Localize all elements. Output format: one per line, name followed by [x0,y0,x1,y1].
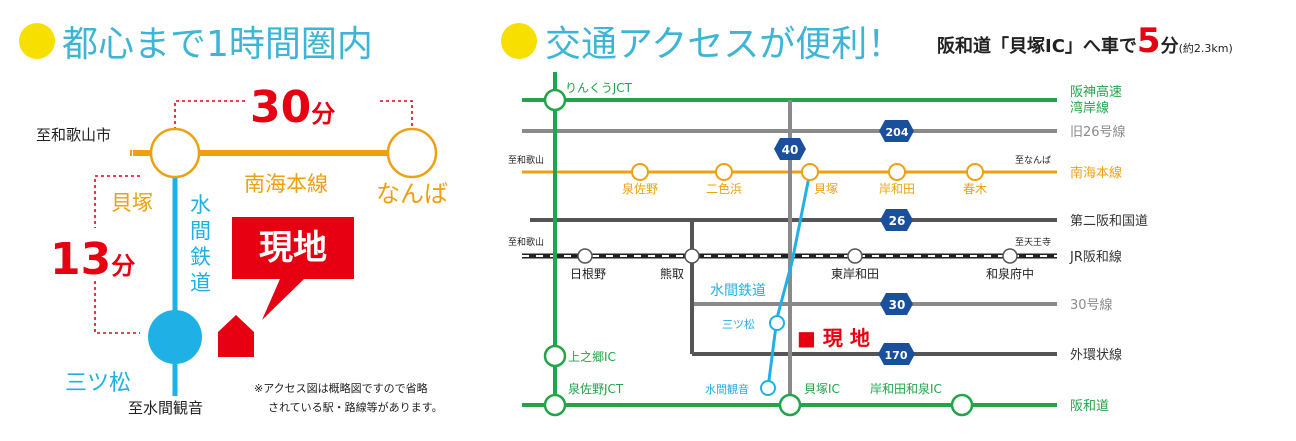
station-mizumakannon-icon [760,380,776,396]
label-route-30: 30号線 [1070,297,1113,313]
left-heading: 都心まで1時間圏内 [62,24,373,65]
nankai-stations: 泉佐野 二色浜 貝塚 岸和田 春木 [622,163,987,196]
label-jr-hanwa: JR阪和線 [1069,249,1122,265]
svg-text:170: 170 [885,349,908,362]
svg-text:道: 道 [190,271,211,295]
right-map: 交通アクセスが便利！ 阪和道「貝塚IC」へ車で5分(約2.3km) 204 40… [501,21,1233,417]
label-genchi-right: ■ 現 地 [797,326,870,350]
svg-text:204: 204 [886,126,909,139]
right-heading: 交通アクセスが便利！ [545,24,903,65]
station-mitsumatsu-icon [769,315,785,331]
label-station-kishiwada: 岸和田 [879,182,915,196]
label-to-mizumakannon: 至水間観音 [128,399,203,417]
genchi-sign-pointer [262,279,304,320]
route-badge-30-icon [880,293,913,315]
svg-text:水: 水 [190,193,211,217]
label-kishiwada-izumi-ic: 岸和田和泉IC [870,382,942,396]
namba-station-icon [386,127,438,179]
label-to-tennoji: 至天王寺 [1015,237,1051,248]
label-kaizuka: 貝塚 [111,191,153,215]
time-30-label: 30分 [250,82,335,133]
label-station-mitsumatsu: 三ツ松 [722,317,755,331]
time-bracket-left [94,175,140,334]
nankai-station-kishiwada-icon [888,163,906,181]
label-station-kaizuka: 貝塚 [814,182,838,196]
label-station-hineno: 日根野 [570,267,606,281]
label-station-izumifuchu: 和泉府中 [986,266,1034,281]
right-subheading: 阪和道「貝塚IC」へ車で5分(約2.3km) [937,21,1233,61]
label-to-wakayama-nankai: 至和歌山 [508,154,544,166]
note-line-2: されている駅・路線等があります。 [268,400,443,414]
label-to-wakayama-jr: 至和歌山 [508,236,544,248]
node-izumisano-jct-icon [543,393,567,417]
svg-text:40: 40 [782,143,799,157]
svg-text:間: 間 [190,219,211,243]
nankai-station-nishikinohama-icon [715,163,733,181]
node-rinku-jct-icon [543,88,567,112]
jr-station-kumatori-icon [684,248,700,264]
label-station-izumisano: 泉佐野 [622,182,658,196]
nankai-station-haruki-icon [966,163,984,181]
route-badge-204-icon [879,120,914,142]
label-daini-hanwa: 第二阪和国道 [1070,214,1148,229]
mitsumatsu-station-icon [148,310,202,364]
label-hanshin-1: 阪神高速 [1070,84,1122,100]
note-line-1: ※アクセス図は概略図ですので省略 [254,381,428,395]
label-station-kumatori: 熊取 [660,266,684,281]
left-map: 都心まで1時間圏内 30分 13分 至和歌山市 南海本線 なんば 貝塚 水 間 … [19,23,448,417]
label-nankai-main-line: 南海本線 [244,172,328,196]
label-mitsumatsu: 三ツ松 [65,371,131,396]
label-mizuma-railway: 水間鉄道 [710,283,766,299]
label-station-mizumakannon: 水間観音 [705,382,749,396]
jr-station-higashikishiwada-icon [847,248,863,264]
nankai-station-kaizuka-icon [801,163,819,181]
label-izumisano-jct: 泉佐野JCT [568,382,624,396]
heading-bullet-icon [19,23,55,59]
route-badge-170-icon [878,343,915,365]
label-nankai-main: 南海本線 [1070,165,1122,181]
label-hanshin-2: 湾岸線 [1070,100,1109,116]
label-rinku-jct: りんくうJCT [565,81,633,95]
label-namba: なんば [376,180,448,208]
label-gaikan: 外環状線 [1070,347,1122,363]
label-to-wakayamashi: 至和歌山市 [36,126,111,144]
node-kaminogo-ic-icon [543,344,567,368]
node-kaizuka-ic-icon [778,393,802,417]
heading-bullet-icon-2 [501,23,537,59]
svg-text:26: 26 [889,214,906,228]
label-to-namba: 至なんば [1015,155,1051,166]
house-icon [218,315,254,357]
label-station-higashikishiwada: 東岸和田 [831,267,879,281]
jr-stations: 日根野 熊取 東岸和田 和泉府中 [570,248,1034,281]
label-kaizuka-ic: 貝塚IC [804,382,840,396]
label-kaminogo-ic: 上之郷IC [568,350,616,364]
jr-station-hineno-icon [577,248,593,264]
label-station-haruki: 春木 [963,182,987,196]
svg-text:鉄: 鉄 [190,245,211,269]
node-kishiwada-izumi-ic-icon [950,393,974,417]
time-bracket-top [174,100,413,130]
label-mizuma-railway-vertical: 水 間 鉄 道 [190,193,211,295]
kaizuka-station-icon [149,127,201,179]
label-genchi: 現地 [259,228,327,268]
svg-text:30: 30 [889,298,906,312]
jr-station-izumifuchu-icon [1002,248,1018,264]
route-mizuma-railway [766,171,812,389]
route-badge-40-icon [774,138,806,160]
label-hanwa-expressway: 阪和道 [1070,399,1109,414]
nankai-station-izumisano-icon [631,163,649,181]
route-badge-26-icon [880,209,913,231]
label-station-nishikinohama: 二色浜 [706,182,742,196]
genchi-sign [232,217,354,279]
time-13-label: 13分 [50,234,135,285]
label-old-26: 旧26号線 [1070,124,1126,140]
